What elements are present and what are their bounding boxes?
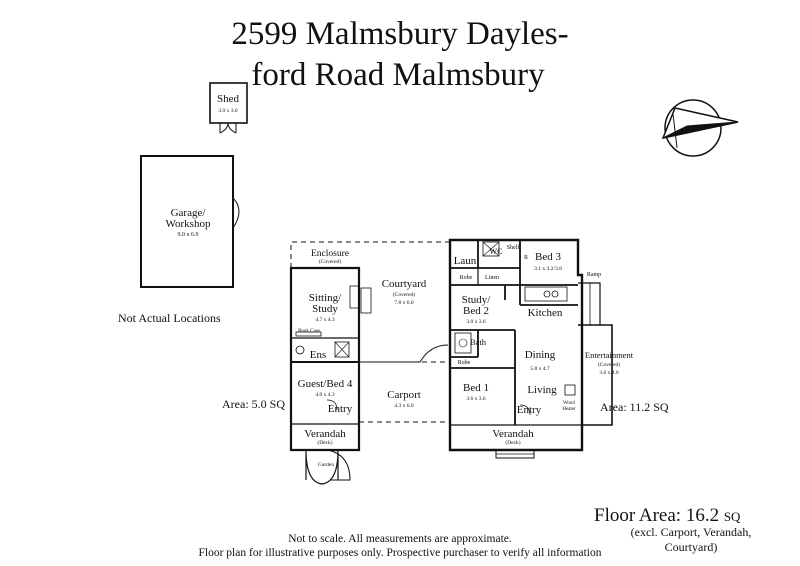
carport-name: Carport [387, 389, 421, 401]
area-right: Area: 11.2 SQ [600, 400, 669, 414]
floor-area: Floor Area: 16.2 SQ [594, 505, 740, 527]
bed1-name: Bed 1 [463, 382, 489, 394]
verandah-left-sub: (Deck) [317, 439, 332, 446]
not-actual-locations: Not Actual Locations [118, 311, 221, 325]
study-bed2-dims: 3.0 x 3.6 [466, 319, 486, 325]
garage-outline [140, 155, 234, 288]
bed3-dims: 3.1 x 3.2/3.8 [534, 266, 562, 272]
floor-area-excl-2: Courtyard) [664, 540, 718, 554]
garage-name-1: Garage/ [171, 207, 207, 219]
study-bed2-name-1: Study/ [462, 294, 492, 306]
right-wing-walls [448, 238, 584, 452]
garage-name-2: Workshop [166, 218, 211, 230]
ens-name: Ens [310, 349, 327, 361]
shed-door [219, 122, 237, 134]
verandah-right-sub: (Deck) [505, 439, 520, 446]
left-wing-walls [289, 266, 361, 452]
book-case [295, 331, 322, 337]
ens-toilet [295, 345, 305, 355]
sitting-name-1: Sitting/ [309, 292, 342, 304]
entry-left: Entry [328, 403, 353, 415]
robe-top-label: Robe [460, 275, 473, 281]
kitchen-bench [524, 286, 568, 302]
ramp-label: Ramp [587, 272, 601, 278]
living-name: Living [527, 384, 557, 396]
courtyard-name: Courtyard [382, 278, 427, 290]
wood-heater-2: Heater [562, 407, 576, 412]
carport-dims: 4.3 x 6.0 [394, 403, 414, 409]
internal-walls [450, 240, 578, 425]
entertainment-dims: 3.6 x 4.0 [599, 370, 619, 376]
garden-outline [305, 449, 339, 485]
bed3-name: Bed 3 [535, 251, 561, 263]
compass-north-arrow-icon [661, 99, 739, 157]
entertainment-outline [582, 324, 613, 426]
shelf-name: Shelf [507, 244, 520, 251]
area-left: Area: 5.0 SQ [222, 397, 285, 411]
wood-heater [564, 384, 576, 396]
garage-door [232, 197, 240, 229]
linen-label: Linen [485, 275, 499, 281]
dining-name: Dining [525, 349, 556, 361]
courtyard-dims: 7.8 x 6.0 [394, 300, 414, 306]
enclosure-sub: (Covered) [319, 258, 341, 265]
entry-right: Entry [517, 404, 542, 416]
entertainment-sub: (Covered) [598, 361, 620, 368]
shed-name: Shed [217, 93, 240, 105]
laun-name: Laun [454, 255, 477, 267]
floor-area-label: Floor Area: 16.2 [594, 505, 720, 526]
kitchen-name: Kitchen [528, 307, 563, 319]
garage-dims: 9.0 x 6.0 [178, 232, 199, 238]
disclaimer-1: Not to scale. All measurements are appro… [288, 533, 512, 545]
shed-dims: 3.0 x 3.0 [218, 108, 238, 114]
garden-name: Garden [318, 462, 334, 468]
book-case-label: Book Case [298, 329, 321, 334]
sitting-name-2: Study [312, 303, 338, 315]
ens-shower [334, 341, 350, 358]
ramp [578, 282, 601, 325]
sitting-dims: 4.7 x 4.3 [315, 317, 335, 323]
robe-mid-label: Robe [458, 360, 471, 366]
guest-bed4-name: Guest/Bed 4 [298, 378, 353, 390]
guest-bed4-dims: 4.0 x 4.3 [315, 392, 335, 398]
bed1-dims: 3.6 x 3.6 [466, 396, 486, 402]
bath-name: Bath [470, 337, 487, 347]
verandah-right-name: Verandah [492, 428, 534, 440]
dining-dims: 5.8 x 4.7 [530, 366, 550, 372]
courtyard-sub: (Covered) [393, 291, 415, 298]
floor-area-excl-1: (excl. Carport, Verandah, [630, 525, 752, 539]
wood-heater-1: Wood [563, 401, 575, 406]
r-label: R [524, 255, 528, 261]
floor-area-unit: SQ [723, 509, 741, 524]
verandah-left-name: Verandah [304, 428, 346, 440]
study-bed2-name-2: Bed 2 [463, 305, 489, 317]
enclosure-name: Enclosure [311, 249, 349, 259]
entertainment-name: Entertainment [585, 350, 634, 360]
wc-name: WC [490, 247, 503, 256]
title-line-1: 2599 Malmsbury Dayles- [231, 16, 569, 52]
title-line-2: ford Road Malmsbury [251, 57, 545, 93]
disclaimer-2: Floor plan for illustrative purposes onl… [198, 547, 602, 559]
